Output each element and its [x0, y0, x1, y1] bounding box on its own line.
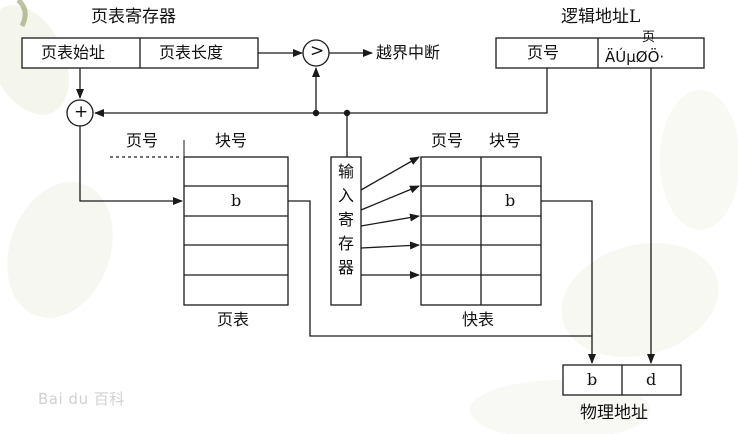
logical-page-label: 页号 — [527, 43, 560, 62]
input-register-char: 器 — [337, 258, 354, 277]
compare-symbol: > — [310, 41, 325, 61]
fast-table-page-header: 页号 — [431, 131, 464, 150]
page-table-caption: 页表 — [217, 310, 250, 329]
page-table-page-header: 页号 — [126, 131, 159, 150]
page-table-length-label: 页表长度 — [159, 43, 224, 62]
input-register-char: 存 — [337, 234, 354, 253]
fast-table-block-header: 块号 — [489, 131, 522, 150]
input-register-label: 输 入 寄 存 器 — [331, 160, 361, 280]
physical-block-value: b — [587, 370, 598, 389]
page-table — [183, 156, 289, 306]
page-table-block-header: 块号 — [215, 131, 248, 150]
physical-offset-value: d — [646, 370, 657, 389]
logical-offset-garbled-label: ÄÚµØÖ· — [605, 48, 665, 66]
page-table-block-value: b — [231, 191, 242, 210]
input-register-char: 寄 — [337, 210, 354, 229]
watermark-logo: Bai du 百科 — [38, 390, 125, 408]
out-of-bounds-interrupt-label: 越界中断 — [376, 43, 441, 62]
logical-address-title: 逻辑地址L — [561, 7, 641, 27]
logical-offset-top-label: 页 — [642, 30, 656, 45]
page-table-register-title: 页表寄存器 — [91, 7, 176, 27]
input-register-char: 入 — [337, 186, 354, 205]
logical-address-box — [495, 37, 705, 69]
fast-table-block-value: b — [505, 191, 516, 210]
page-table-start-label: 页表始址 — [41, 43, 106, 62]
fast-table-caption: 快表 — [462, 310, 495, 329]
adder-symbol: + — [74, 102, 89, 122]
input-register — [330, 156, 362, 306]
physical-address-title: 物理地址 — [580, 403, 648, 423]
input-register-char: 输 — [337, 162, 354, 181]
